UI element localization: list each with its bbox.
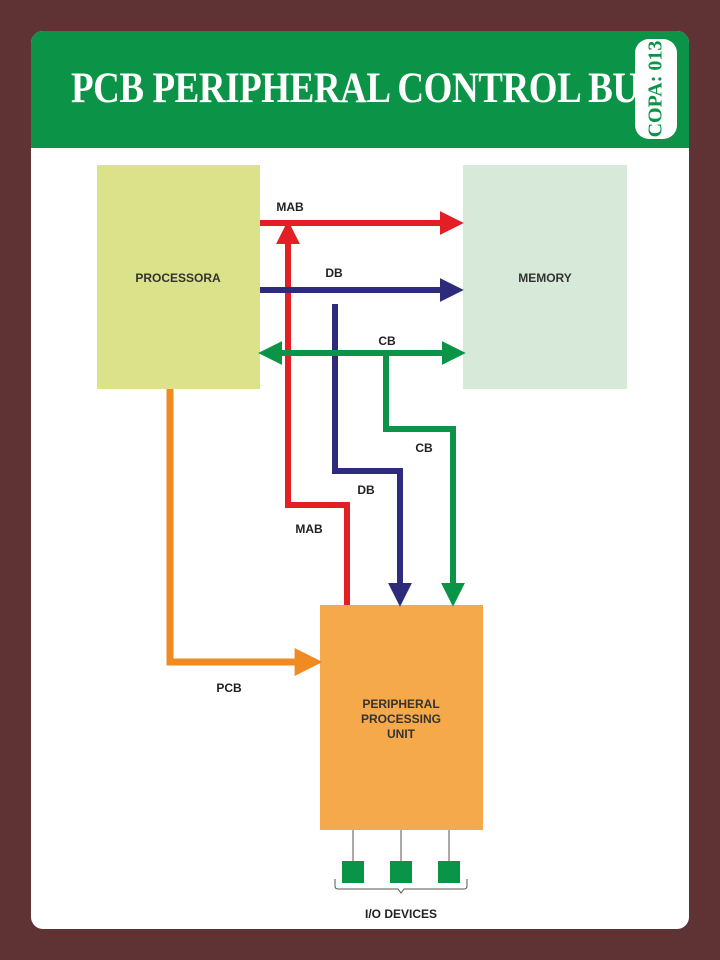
io-device-3	[438, 861, 460, 883]
processor-block	[97, 165, 260, 389]
ppu-label-line-3: UNIT	[387, 727, 416, 741]
processor-label: PROCESSORA	[135, 271, 221, 285]
ppu-label-line-1: PERIPHERAL	[362, 697, 439, 711]
pcb-label: PCB	[216, 681, 242, 695]
cb-side-label: CB	[415, 441, 433, 455]
io-devices-bracket	[334, 879, 468, 894]
code-badge: COPA: 013	[635, 39, 677, 139]
memory-block	[463, 165, 627, 389]
ppu-label-line-2: PROCESSING	[361, 712, 441, 726]
mab-top-label: MAB	[276, 200, 304, 214]
mab-side-label: MAB	[295, 522, 323, 536]
io-device-1	[342, 861, 364, 883]
io-device-2	[390, 861, 412, 883]
peripheral-processing-unit-block	[320, 605, 483, 830]
io-devices-label: I/O DEVICES	[365, 907, 437, 921]
db-top-label: DB	[325, 266, 343, 280]
db-side-label: DB	[357, 483, 375, 497]
cb-bus-to-ppu	[383, 353, 465, 607]
header-bar: PCB PERIPHERAL CONTROL BUS COPA: 013	[31, 31, 689, 148]
db-bus-to-ppu	[332, 304, 412, 607]
cb-top-label: CB	[378, 334, 396, 348]
pcb-bus	[166, 389, 323, 676]
memory-label: MEMORY	[518, 271, 572, 285]
mab-bus-to-ppu	[276, 220, 350, 605]
